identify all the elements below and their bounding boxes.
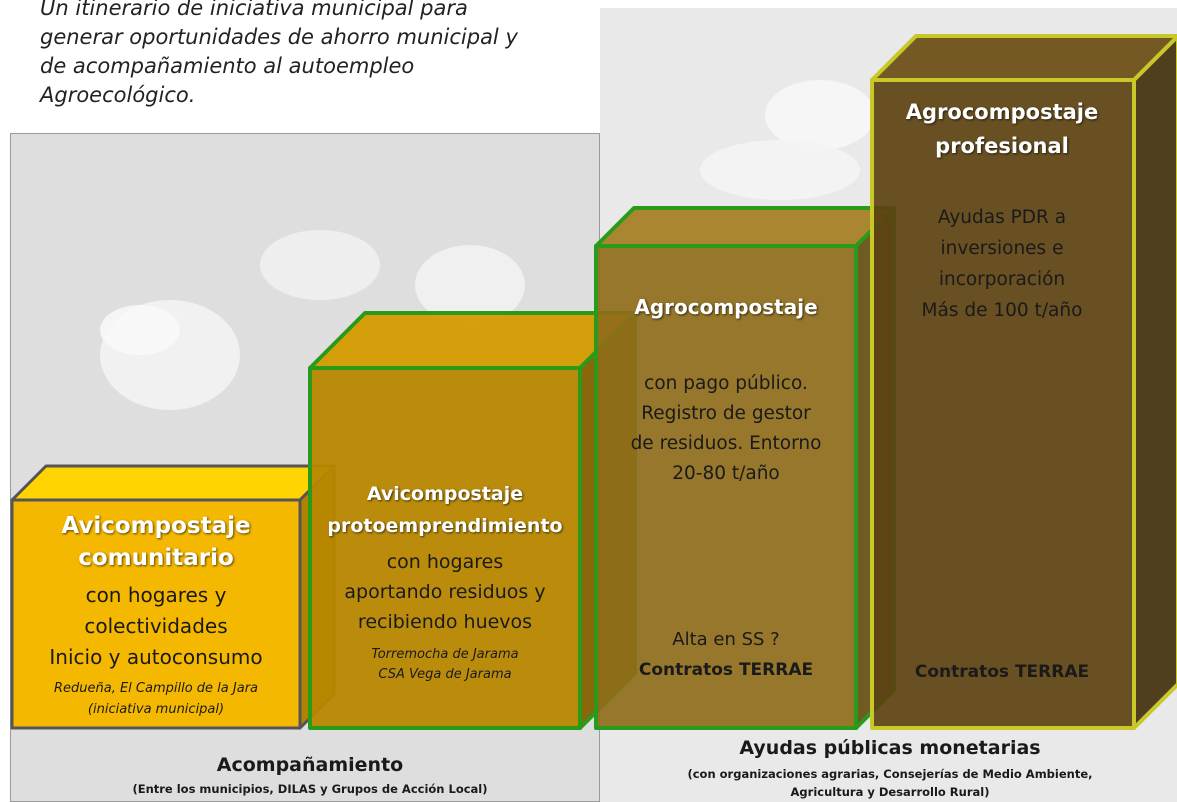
- footer-left-title: Acompañamiento: [216, 754, 404, 776]
- block3-top-face: [594, 206, 896, 248]
- block3-body-line: de residuos. Entorno: [630, 433, 822, 454]
- footer-left-subtitle: (Entre los municipios, DILAS y Grupos de…: [132, 782, 488, 796]
- block4-body-line: Ayudas PDR a: [937, 207, 1067, 228]
- block4-title-line: Agrocompostaje: [905, 100, 1099, 124]
- block2-body-line: aportando residuos y: [344, 581, 546, 603]
- block4-side-face: [1132, 34, 1177, 730]
- block1-note-line: Redueña, El Campillo de la Jara: [53, 681, 259, 696]
- block4-title: Agrocompostaje profesional: [872, 95, 1132, 163]
- block4-title-line: profesional: [935, 134, 1069, 158]
- block3-front-face: [594, 244, 858, 730]
- block2-title: Avicompostaje protoemprendimiento: [310, 478, 580, 542]
- block1-title-line: comunitario: [78, 545, 234, 571]
- block4-top-face: [870, 34, 1177, 82]
- block4-front-face: [870, 78, 1136, 730]
- block1-body-line: con hogares y: [85, 583, 227, 607]
- block2-body-line: con hogares: [386, 551, 504, 573]
- block2-title-line: protoemprendimiento: [327, 515, 563, 537]
- block3-contract-label: Contratos TERRAE: [638, 660, 814, 680]
- block1-title-line: Avicompostaje: [61, 513, 251, 539]
- block4-body: Ayudas PDR a inversiones e incorporación…: [872, 202, 1132, 326]
- block4-body-line: incorporación: [938, 269, 1066, 290]
- block2-note-line: CSA Vega de Jarama: [378, 667, 512, 682]
- block3-body: con pago público. Registro de gestor de …: [596, 369, 856, 489]
- footer-right-subtitle-line: (con organizaciones agrarias, Consejería…: [687, 767, 1093, 781]
- block1-top-face: [10, 464, 336, 502]
- block3-body-line: Registro de gestor: [641, 403, 811, 424]
- block2-body: con hogares aportando residuos y recibie…: [310, 547, 580, 637]
- block2-note-line: Torremocha de Jarama: [371, 647, 519, 662]
- block2-title-line: Avicompostaje: [366, 483, 524, 505]
- block4-contract-line: Contratos TERRAE: [914, 662, 1090, 682]
- block3-bottom: Alta en SS ? Contratos TERRAE: [596, 625, 856, 685]
- intro-text: Un itinerario de iniciativa municipal pa…: [40, 0, 560, 110]
- block1-body: con hogares y colectividades Inicio y au…: [12, 580, 300, 673]
- block2-note: Torremocha de Jarama CSA Vega de Jarama: [310, 645, 580, 685]
- block4-contract-label: Contratos TERRAE: [872, 657, 1132, 687]
- footer-right-subtitle: (con organizaciones agrarias, Consejería…: [620, 765, 1160, 801]
- block2-body-line: recibiendo huevos: [357, 611, 533, 633]
- block1-body-line: Inicio y autoconsumo: [49, 645, 263, 669]
- block4-body-line: Más de 100 t/año: [921, 300, 1083, 321]
- block2-front-face: [308, 366, 582, 730]
- block1-body-line: colectividades: [84, 614, 228, 638]
- block1-title: Avicompostaje comunitario: [12, 510, 300, 574]
- block3-title: Agrocompostaje: [596, 292, 856, 322]
- intro-line: de acompañamiento al autoempleo: [40, 54, 415, 78]
- block3-body-line: con pago público.: [644, 373, 808, 394]
- block1-front-face: [10, 498, 302, 730]
- block3-title-line: Agrocompostaje: [634, 295, 818, 319]
- footer-right-subtitle-line: Agricultura y Desarrollo Rural): [790, 785, 990, 799]
- block1-note: Redueña, El Campillo de la Jara (iniciat…: [12, 678, 300, 720]
- block3-bottom-line: Alta en SS ?: [672, 629, 780, 650]
- intro-line: generar oportunidades de ahorro municipa…: [40, 25, 518, 49]
- block3-body-line: 20-80 t/año: [672, 463, 780, 484]
- footer-right-title: Ayudas públicas monetarias: [739, 737, 1041, 759]
- intro-line: Un itinerario de iniciativa municipal pa…: [40, 0, 468, 20]
- intro-line: Agroecológico.: [40, 83, 196, 107]
- block1-note-line: (iniciativa municipal): [87, 702, 225, 717]
- block4-body-line: inversiones e: [940, 238, 1064, 259]
